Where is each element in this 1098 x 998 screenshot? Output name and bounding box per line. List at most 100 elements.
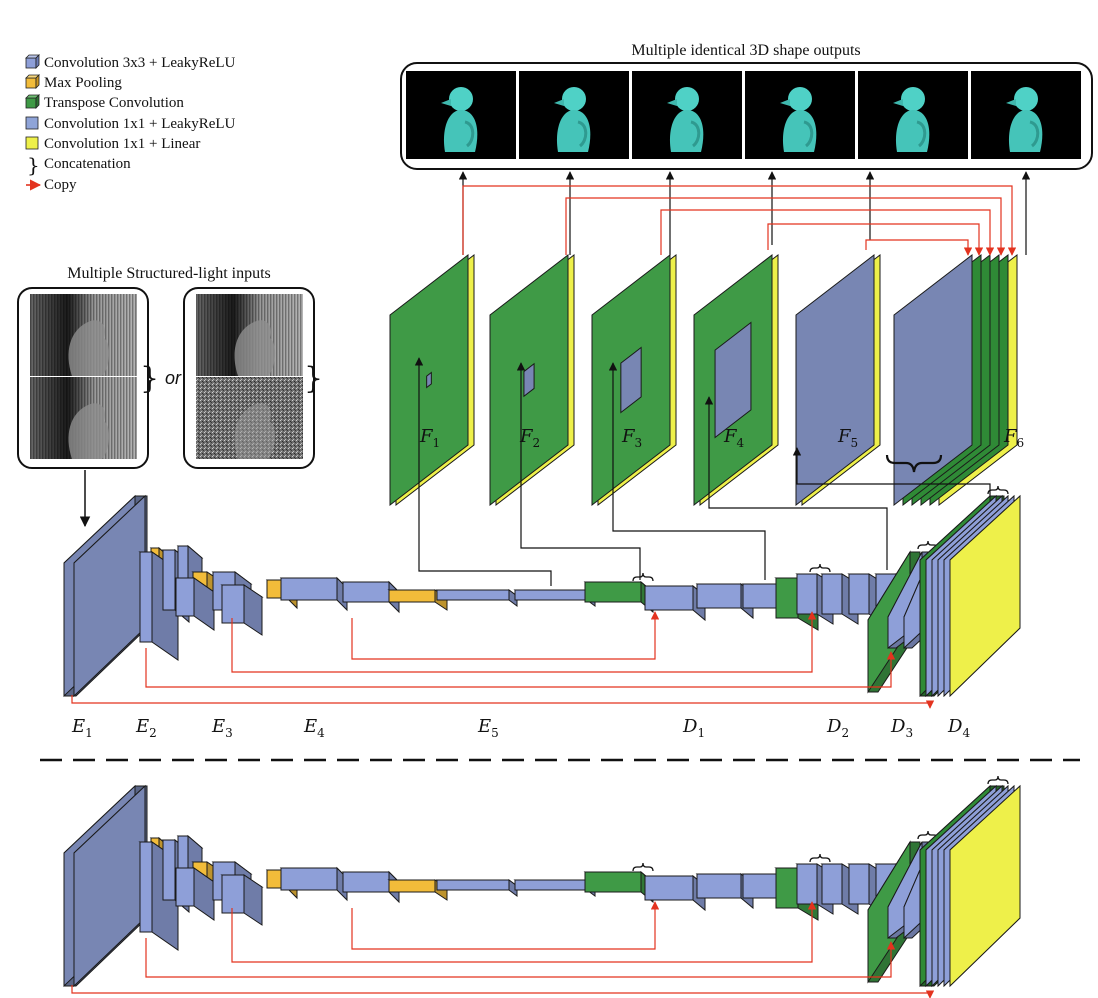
skip-arrow — [608, 362, 766, 580]
connections — [414, 171, 1031, 586]
duck-shape-icon — [441, 87, 478, 152]
legend: Convolution 3x3 + LeakyReLU Max Pooling … — [25, 54, 236, 193]
feature-front — [795, 253, 875, 507]
stage-label-sub: 2 — [149, 726, 157, 740]
output-tile — [745, 71, 855, 159]
stage-label-sub: 4 — [317, 726, 325, 740]
brace-icon: } — [27, 153, 40, 177]
feature-map-F3 — [591, 253, 677, 507]
feature-label-base: F — [837, 426, 852, 447]
encoder-E3-conv — [220, 584, 264, 636]
encoder-E4-conv — [279, 576, 349, 612]
decoder-D1-tconv — [583, 580, 655, 614]
green-cube-icon — [25, 94, 40, 109]
inputs-title: Multiple Structured-light inputs — [67, 265, 271, 282]
feature-label-sub: 5 — [851, 436, 859, 450]
stage-label-sub: 1 — [697, 726, 705, 740]
decoder-D1-conv — [643, 584, 707, 622]
legend-label: Transpose Convolution — [44, 95, 184, 111]
skip-arrow — [414, 357, 552, 586]
feature-label-sub: 4 — [737, 436, 745, 450]
unet-bottom — [63, 775, 1021, 998]
feature-map-F2 — [489, 253, 575, 507]
output-tile — [632, 71, 742, 159]
feature-inner — [426, 371, 432, 389]
copy-arrow — [145, 648, 896, 688]
output-tile — [858, 71, 968, 159]
copy-arrow — [462, 185, 1017, 256]
encoder-E5-pool — [387, 589, 449, 611]
skip-arrow — [516, 362, 641, 580]
stage-label-sub: 2 — [841, 726, 849, 740]
legend-label: Concatenation — [44, 156, 131, 172]
stage-label-base: E — [135, 716, 149, 737]
input-image-1a — [30, 294, 137, 376]
decoder-D1-tconv — [583, 870, 655, 904]
legend-item-copy: Copy — [26, 177, 77, 193]
input-image-1b — [30, 377, 137, 459]
concat-brace-f6 — [885, 454, 943, 473]
duck-shape-icon — [780, 87, 817, 152]
feature-label: F6 — [1003, 426, 1024, 450]
concat-brace — [987, 775, 1009, 785]
legend-label: Copy — [44, 177, 77, 193]
copy-arrow — [231, 901, 817, 963]
stage-label-E1: E1 — [71, 716, 93, 740]
or-label: or — [165, 368, 182, 388]
decoder-D4-linear — [949, 784, 1021, 988]
stage-label-sub: 1 — [85, 726, 93, 740]
output-tile — [406, 71, 516, 159]
copy-arrow — [767, 223, 984, 256]
copy-arrow — [660, 209, 995, 256]
encoder-E5-conv — [513, 879, 597, 897]
feature-label-base: F — [419, 426, 434, 447]
encoder-E4-conv — [279, 866, 349, 902]
stage-label-E5: E5 — [477, 716, 499, 740]
feature-map-F4 — [693, 253, 779, 507]
concat-brace: } — [304, 361, 323, 396]
feature-label-base: F — [1003, 426, 1018, 447]
output-tile — [971, 71, 1081, 159]
feature-label-sub: 6 — [1017, 436, 1025, 450]
concat-brace — [632, 572, 654, 582]
duck-shape-icon — [667, 87, 704, 152]
decoder-D1-conv — [643, 874, 707, 912]
duck-shape-icon — [893, 87, 930, 152]
stage-label-sub: 3 — [905, 726, 913, 740]
skip-arrow — [704, 396, 888, 570]
feature-label-sub: 3 — [635, 436, 643, 450]
stage-label-E4: E4 — [303, 716, 325, 740]
legend-label: Max Pooling — [44, 75, 122, 91]
feature-label: F1 — [419, 426, 440, 450]
blue-cube-icon — [25, 54, 40, 69]
concat-brace — [987, 485, 1009, 495]
legend-label: Convolution 1x1 + Linear — [44, 136, 200, 152]
copy-arrow — [351, 901, 660, 950]
encoder-E1-conv — [73, 494, 146, 698]
outputs-title: Multiple identical 3D shape outputs — [631, 42, 860, 59]
feature-inner — [523, 362, 535, 398]
feature-front — [893, 253, 973, 507]
legend-label: Convolution 3x3 + LeakyReLU — [44, 55, 236, 71]
stage-label-D4: D4 — [947, 716, 970, 740]
feature-label-base: F — [621, 426, 636, 447]
stage-label-base: E — [211, 716, 225, 737]
feature-label: F4 — [723, 426, 745, 450]
duck-shape-icon — [554, 87, 591, 152]
copy-arrow — [145, 938, 896, 978]
encoder-E3-conv — [174, 867, 216, 921]
input-group-1: } — [17, 287, 159, 469]
stage-label-base: D — [682, 716, 698, 737]
concat-brace — [809, 853, 831, 863]
stage-label-D3: D3 — [890, 716, 913, 740]
stage-label-sub: 3 — [225, 726, 233, 740]
yellow-square-icon — [25, 136, 39, 150]
stage-label-E2: E2 — [135, 716, 157, 740]
stage-label-base: D — [826, 716, 842, 737]
stage-label-base: D — [890, 716, 906, 737]
input-image-2a — [196, 294, 303, 376]
unet-top — [63, 485, 1021, 709]
feature-label-sub: 2 — [533, 436, 541, 450]
encoder-E4-conv — [341, 580, 401, 614]
feature-inner — [714, 321, 752, 439]
